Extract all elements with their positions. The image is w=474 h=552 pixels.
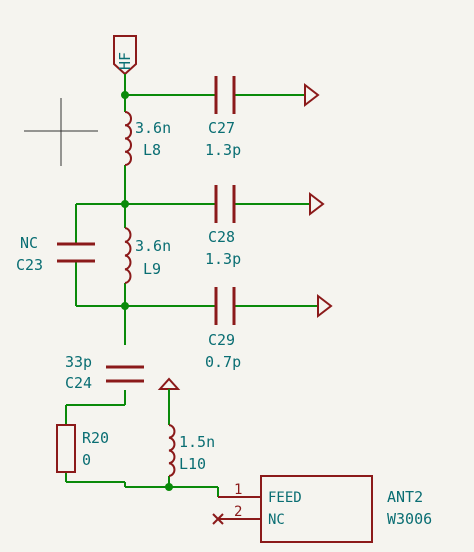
capacitor-c29[interactable] <box>214 287 236 325</box>
c28-ref: C28 <box>208 228 235 246</box>
hf-net-label[interactable]: HF <box>113 35 137 76</box>
l8-ref: L8 <box>143 141 161 159</box>
capacitor-c28[interactable] <box>214 185 236 223</box>
c27-ref: C27 <box>208 119 235 137</box>
r20-value: 0 <box>82 451 91 469</box>
l10-ref: L10 <box>179 455 206 473</box>
capacitor-c27[interactable] <box>214 76 236 114</box>
port-arrow-icon <box>309 191 325 217</box>
c23-value: NC <box>20 234 38 252</box>
c24-ref: C24 <box>65 374 92 392</box>
junctions <box>121 91 173 491</box>
l9-value: 3.6n <box>135 237 171 255</box>
port-arrow-icon <box>317 293 333 319</box>
ant2-pin1-name: FEED <box>268 490 302 506</box>
resistor-r20[interactable] <box>56 424 76 473</box>
inductor-l9[interactable] <box>124 227 132 284</box>
ant2-ref: ANT2 <box>387 488 423 506</box>
port-arrow-icon <box>304 82 320 108</box>
ant2-pin1-number: 1 <box>234 482 242 498</box>
c24-value: 33p <box>65 353 92 371</box>
l9-ref: L9 <box>143 260 161 278</box>
r20-ref: R20 <box>82 429 109 447</box>
c23-ref: C23 <box>16 256 43 274</box>
l8-value: 3.6n <box>135 119 171 137</box>
hf-label-text: HF <box>116 52 134 70</box>
port-arrows <box>157 82 333 400</box>
capacitor-c23[interactable] <box>57 242 95 263</box>
main-wires <box>65 74 318 497</box>
c27-value: 1.3p <box>205 141 241 159</box>
capacitor-c24[interactable] <box>106 365 144 383</box>
l10-value: 1.5n <box>179 433 215 451</box>
c29-ref: C29 <box>208 331 235 349</box>
antenna-ant2[interactable] <box>218 475 373 543</box>
c28-value: 1.3p <box>205 250 241 268</box>
inductor-l8[interactable] <box>124 111 133 166</box>
ant2-pin2-name: NC <box>268 512 285 528</box>
ant2-value: W3006 <box>387 510 432 528</box>
port-arrow-up-icon <box>157 377 181 390</box>
c29-value: 0.7p <box>205 353 241 371</box>
ant2-pin2-number: 2 <box>234 504 242 520</box>
crosshair-cursor <box>24 98 98 166</box>
inductor-l10[interactable] <box>168 424 176 477</box>
no-connect-marker-icon <box>212 513 224 525</box>
